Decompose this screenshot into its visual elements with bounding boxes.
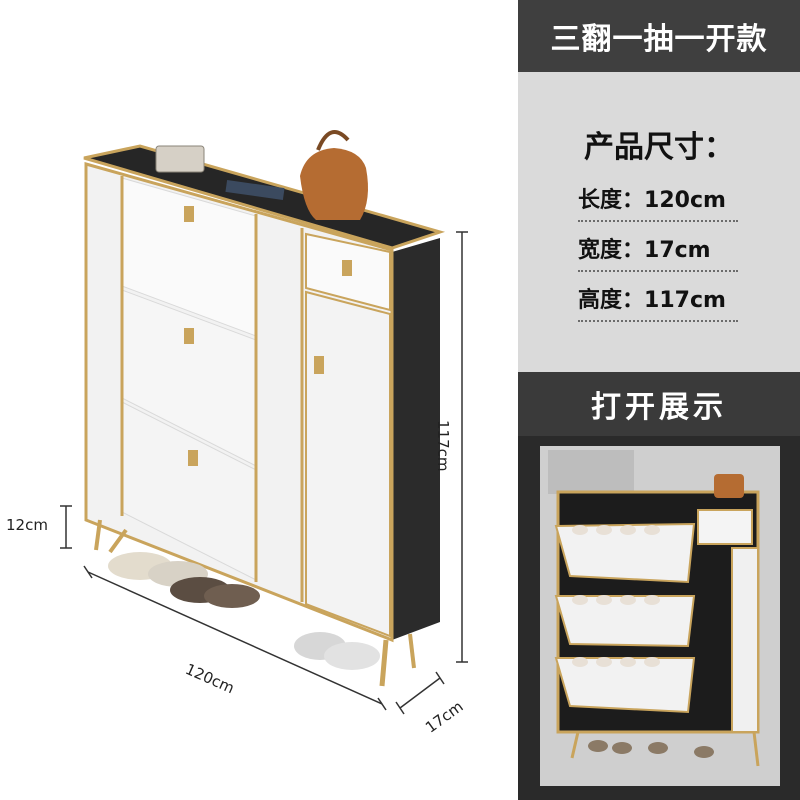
phone-object <box>225 180 285 200</box>
open-display-heading: 打开展示 <box>518 372 800 436</box>
spec-row-length: 长度：120cm <box>578 182 738 222</box>
spec-value: 120cm <box>644 188 726 213</box>
photo-handbag <box>714 474 744 498</box>
open-display-photo <box>518 436 800 800</box>
shoe <box>324 642 380 670</box>
dimension-lines <box>60 231 468 715</box>
spec-value: 17cm <box>644 238 711 263</box>
photo-door <box>731 547 759 733</box>
shoe <box>204 584 260 608</box>
photo-drawer <box>697 509 753 545</box>
speaker-object <box>155 145 205 173</box>
spec-label: 长度： <box>578 188 645 213</box>
height-dimension-label: 117cm <box>434 420 452 472</box>
open-flip-1 <box>554 522 696 584</box>
leg-height-dimension-label: 12cm <box>6 516 48 534</box>
open-cabinet-photo <box>518 436 800 800</box>
handbag-object <box>300 148 368 220</box>
spec-row-width: 宽度：17cm <box>578 232 738 272</box>
right-door <box>305 290 391 638</box>
spec-row-height: 高度：117cm <box>578 282 738 322</box>
spec-label: 宽度： <box>578 238 645 263</box>
product-title: 三翻一抽一开款 <box>518 0 800 72</box>
spec-box: 产品尺寸： 长度：120cm 宽度：17cm 高度：117cm <box>518 72 800 372</box>
info-panel: 三翻一抽一开款 产品尺寸： 长度：120cm 宽度：17cm 高度：117cm … <box>518 0 800 800</box>
spec-heading: 产品尺寸： <box>584 130 734 165</box>
spec-value: 117cm <box>644 288 726 313</box>
cabinet-side-panel <box>392 238 440 640</box>
spec-label: 高度： <box>578 288 645 313</box>
shoe-cabinet-illustration <box>60 130 468 715</box>
